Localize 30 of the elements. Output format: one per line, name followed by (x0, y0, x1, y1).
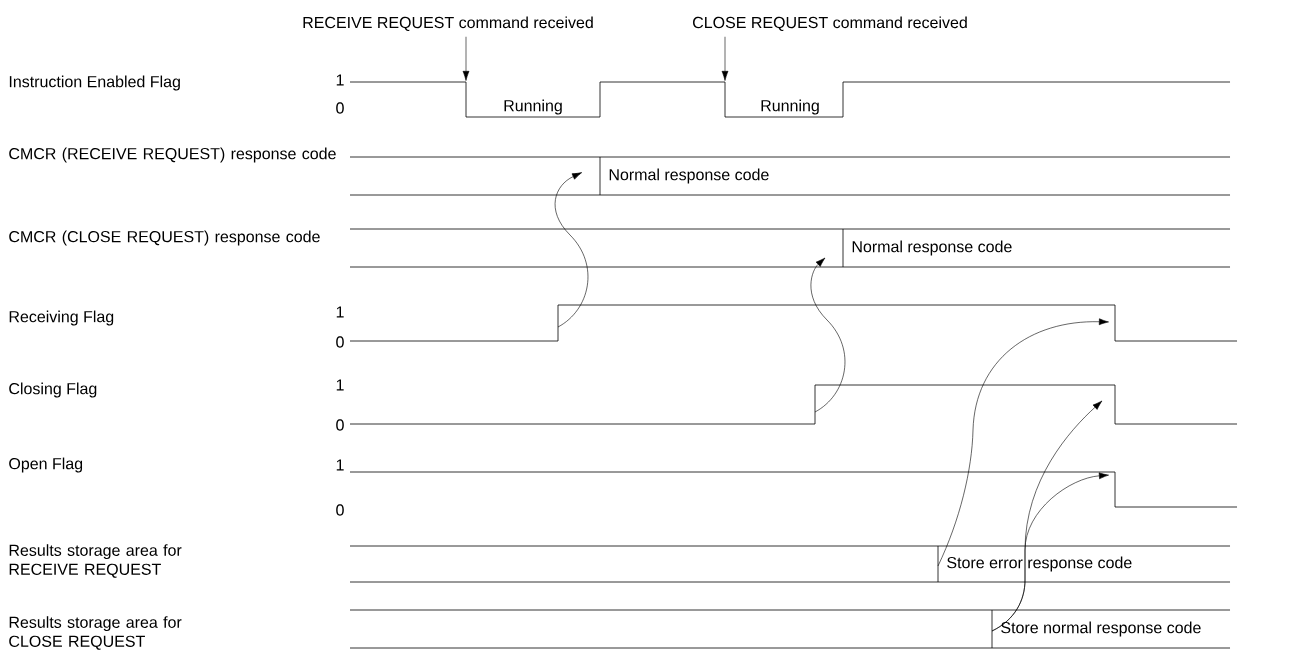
text-label: Results storage area for CLOSE REQUEST (9, 616, 182, 650)
arrow (937, 318, 1109, 567)
text-label: Running (504, 99, 562, 115)
text-label: 1 (336, 379, 344, 391)
text-label: Closing Flag (9, 382, 97, 398)
text-label: 1 (336, 74, 344, 86)
text-label: CMCR (RECEIVE REQUEST) response code (9, 147, 336, 163)
text-label: 0 (336, 419, 344, 431)
arrow (810, 257, 846, 413)
text-label: Open Flag (9, 457, 83, 473)
text-label: CLOSE REQUEST command received (693, 16, 967, 32)
text-label: 0 (336, 504, 344, 516)
text-label: Results storage area for RECEIVE REQUEST (9, 544, 182, 578)
arrow (554, 172, 589, 328)
text-label: Instruction Enabled Flag (9, 75, 180, 91)
arrow (462, 36, 470, 81)
text-label: Receiving Flag (9, 310, 114, 326)
text-label: Running (761, 99, 819, 115)
text-label: Store error response code (947, 556, 1132, 572)
text-label: 1 (336, 306, 344, 318)
text-label: Normal response code (852, 240, 1012, 256)
arrow (991, 472, 1109, 632)
text-label: RECEIVE REQUEST command received (303, 16, 593, 32)
text-label: CMCR (CLOSE REQUEST) response code (9, 230, 320, 246)
text-label: Normal response code (609, 168, 769, 184)
text-label: 1 (336, 459, 344, 471)
text-label: Store normal response code (1001, 621, 1201, 637)
text-label: 0 (336, 102, 344, 114)
text-label: 0 (336, 336, 344, 348)
arrow (721, 36, 729, 81)
